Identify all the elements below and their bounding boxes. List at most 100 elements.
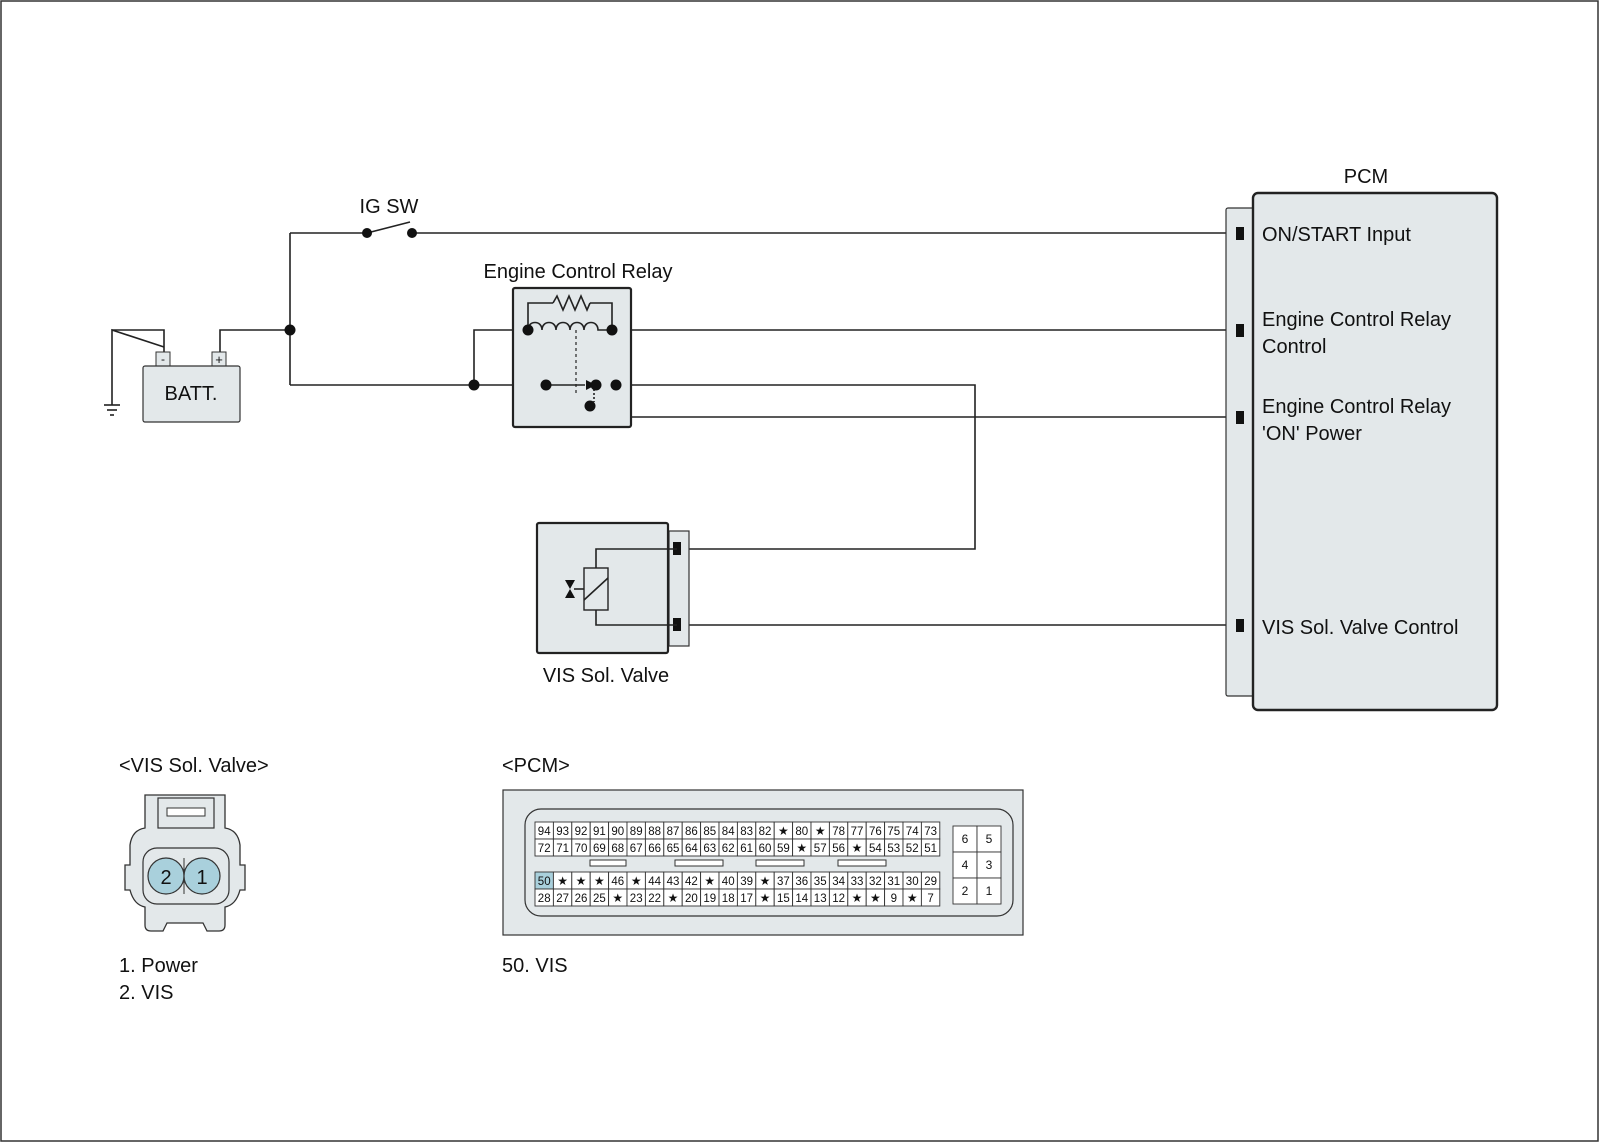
battery-minus-label: - bbox=[161, 352, 165, 366]
pcm-pin-number: 53 bbox=[887, 843, 900, 855]
pcm-pin-number: 22 bbox=[648, 893, 661, 905]
pcm-pin-number: 13 bbox=[814, 893, 827, 905]
pcm-side-pin-number: 5 bbox=[986, 832, 993, 846]
pcm-pin-number: 19 bbox=[703, 893, 716, 905]
pcm-pin-number: ★ bbox=[704, 874, 715, 888]
pcm-pin-number: 64 bbox=[685, 843, 698, 855]
pcm-pin-number: ★ bbox=[907, 891, 918, 905]
pcm-pin-label: VIS Sol. Valve Control bbox=[1262, 617, 1458, 639]
pcm-pin-number: 72 bbox=[538, 843, 551, 855]
pcm-pin-number: 52 bbox=[906, 843, 919, 855]
pcm-pin-number: 74 bbox=[906, 826, 919, 838]
pcm-pin-number: 77 bbox=[851, 826, 864, 838]
pcm-pin-number: 75 bbox=[887, 826, 900, 838]
pcm-pin-number: 14 bbox=[795, 893, 808, 905]
pcm-side-pin-cell bbox=[976, 825, 1002, 853]
pcm-pin-number: 23 bbox=[630, 893, 643, 905]
pcm-pin-number: 18 bbox=[722, 893, 735, 905]
junction-dot bbox=[468, 379, 480, 391]
pcm-pin-number: ★ bbox=[631, 874, 642, 888]
pcm-side-pin-number: 1 bbox=[986, 884, 993, 898]
pcm-pin-number: 78 bbox=[832, 826, 845, 838]
valve-label: VIS Sol. Valve bbox=[543, 665, 669, 687]
battery-body bbox=[142, 365, 241, 423]
pcm-pin-number: 94 bbox=[538, 826, 551, 838]
pcm-pin-number: 40 bbox=[722, 876, 735, 888]
pcm-pin-number: 71 bbox=[556, 843, 569, 855]
pcm-pin-label: 'ON' Power bbox=[1262, 423, 1362, 445]
pcm-connector-title: <PCM> bbox=[502, 755, 570, 777]
pcm-pin-number: ★ bbox=[594, 874, 605, 888]
pcm-pin-number: ★ bbox=[852, 841, 863, 855]
pcm-pin-number: 67 bbox=[630, 843, 643, 855]
pcm-pin-label: Control bbox=[1262, 336, 1326, 358]
pcm-pin-number: 87 bbox=[667, 826, 680, 838]
pcm-side-pin-cell bbox=[952, 877, 978, 905]
valve-pin-legend: 1. Power bbox=[119, 955, 198, 977]
pcm-pin-number: 12 bbox=[832, 893, 845, 905]
pcm-body bbox=[1251, 191, 1499, 712]
pcm-pin-number: 46 bbox=[611, 876, 624, 888]
pcm-pin-number: ★ bbox=[612, 891, 623, 905]
pcm-pin-number: 61 bbox=[740, 843, 753, 855]
pcm-pin-number: 85 bbox=[703, 826, 716, 838]
ig-sw-label: IG SW bbox=[360, 196, 419, 218]
valve-symbol-icon bbox=[565, 580, 575, 598]
pcm-side-pin-number: 3 bbox=[986, 858, 993, 872]
pcm-pin-number: 30 bbox=[906, 876, 919, 888]
pcm-pin-number: 91 bbox=[593, 826, 606, 838]
pcm-pin-number: ★ bbox=[557, 874, 568, 888]
pcm-pin-number: 54 bbox=[869, 843, 882, 855]
pcm-pin-number: 60 bbox=[759, 843, 772, 855]
pcm-pin-number: 90 bbox=[611, 826, 624, 838]
connector-pin-number: 1 bbox=[196, 867, 207, 889]
pcm-pin-label: ON/START Input bbox=[1262, 224, 1411, 246]
valve-connector-title: <VIS Sol. Valve> bbox=[119, 755, 269, 777]
pcm-pin-number: 86 bbox=[685, 826, 698, 838]
pcm-pin-number: 56 bbox=[832, 843, 845, 855]
pcm-pin-number: 83 bbox=[740, 826, 753, 838]
pcm-pin-number: 63 bbox=[703, 843, 716, 855]
pcm-pin-number: 42 bbox=[685, 876, 698, 888]
pcm-pin-number: 34 bbox=[832, 876, 845, 888]
pcm-pin-legend: 50. VIS bbox=[502, 955, 568, 977]
pcm-pin-number: 84 bbox=[722, 826, 735, 838]
pcm-pin-number: 88 bbox=[648, 826, 661, 838]
pcm-pin-number: 29 bbox=[924, 876, 937, 888]
pcm-side-pin-cell bbox=[976, 877, 1002, 905]
pcm-pin-number: 93 bbox=[556, 826, 569, 838]
pcm-pin-number: 15 bbox=[777, 893, 790, 905]
pcm-label: PCM bbox=[1344, 166, 1388, 188]
pcm-pin-number: 43 bbox=[667, 876, 680, 888]
pcm-pin-number: 28 bbox=[538, 893, 551, 905]
pcm-pin-label: Engine Control Relay bbox=[1262, 396, 1451, 418]
pcm-pin-number: 39 bbox=[740, 876, 753, 888]
pcm-pin-number: 69 bbox=[593, 843, 606, 855]
pcm-pin-number: 35 bbox=[814, 876, 827, 888]
pcm-pin-number: 36 bbox=[795, 876, 808, 888]
connector-pin-number: 2 bbox=[160, 867, 171, 889]
pcm-pin-number: 65 bbox=[667, 843, 680, 855]
pcm-pin-number: 17 bbox=[740, 893, 753, 905]
pcm-pin-number: ★ bbox=[576, 874, 587, 888]
vis-valve-connector-view: <VIS Sol. Valve> 2 1 1. Power 2. VIS bbox=[119, 755, 269, 1004]
pcm-pin-number: 50 bbox=[538, 876, 551, 888]
pcm-pin-number: 37 bbox=[777, 876, 790, 888]
relay-label: Engine Control Relay bbox=[484, 261, 673, 283]
pcm-pin-number: 25 bbox=[593, 893, 606, 905]
pcm-pin-number: 20 bbox=[685, 893, 698, 905]
pcm-pin-cell bbox=[920, 888, 941, 907]
pcm-pin-number: ★ bbox=[668, 891, 679, 905]
pcm-pin-number: 9 bbox=[891, 893, 897, 905]
battery-plus-label: + bbox=[215, 352, 223, 367]
pcm-side-pin-number: 4 bbox=[962, 858, 969, 872]
pcm-pin-cell bbox=[920, 838, 941, 857]
pcm-pin-number: 33 bbox=[851, 876, 864, 888]
junction-dot bbox=[284, 324, 296, 336]
pcm-pin-number: 62 bbox=[722, 843, 735, 855]
pcm-pin-number: 82 bbox=[759, 826, 772, 838]
relay-box bbox=[511, 286, 633, 429]
pcm-pin-number: 57 bbox=[814, 843, 827, 855]
